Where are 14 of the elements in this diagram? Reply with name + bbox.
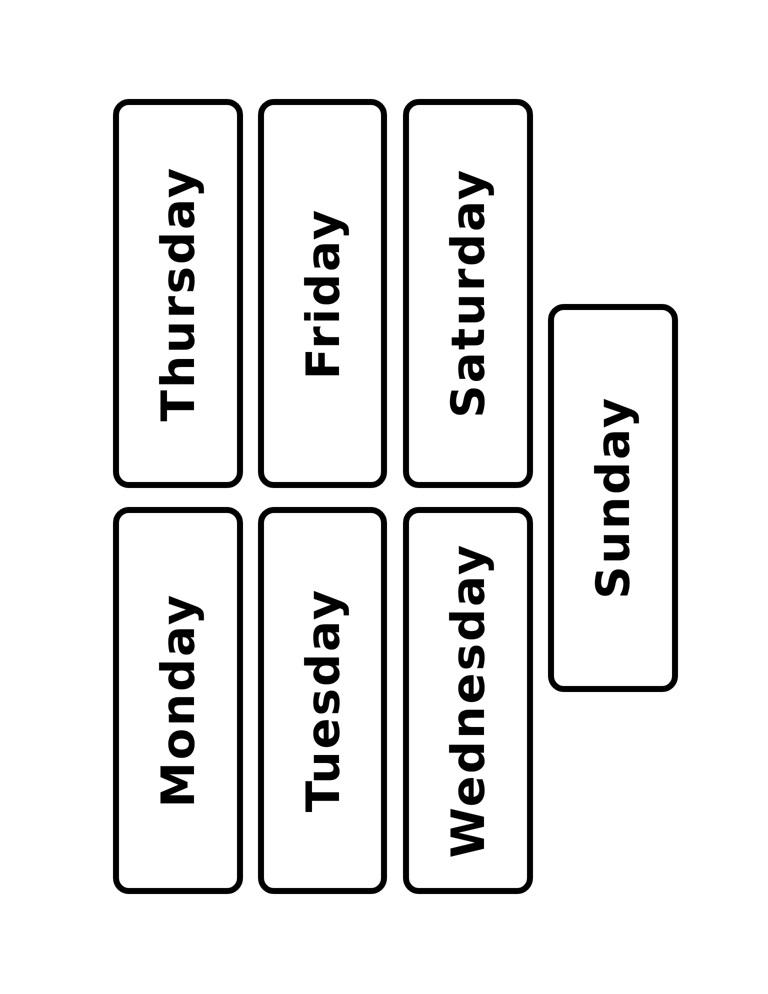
day-card	[258, 99, 387, 488]
day-label: Sunday	[586, 396, 640, 600]
day-card	[403, 507, 533, 894]
day-card	[258, 507, 387, 894]
day-card	[113, 507, 243, 894]
day-label: Thursday	[151, 166, 205, 422]
day-card	[548, 304, 678, 692]
day-label: Friday	[296, 208, 350, 380]
day-label: Wednesday	[441, 542, 495, 858]
day-card	[113, 99, 243, 488]
day-label: Saturday	[441, 168, 495, 419]
day-label: Monday	[151, 593, 205, 808]
day-label: Tuesday	[296, 588, 350, 813]
day-card	[403, 99, 533, 488]
